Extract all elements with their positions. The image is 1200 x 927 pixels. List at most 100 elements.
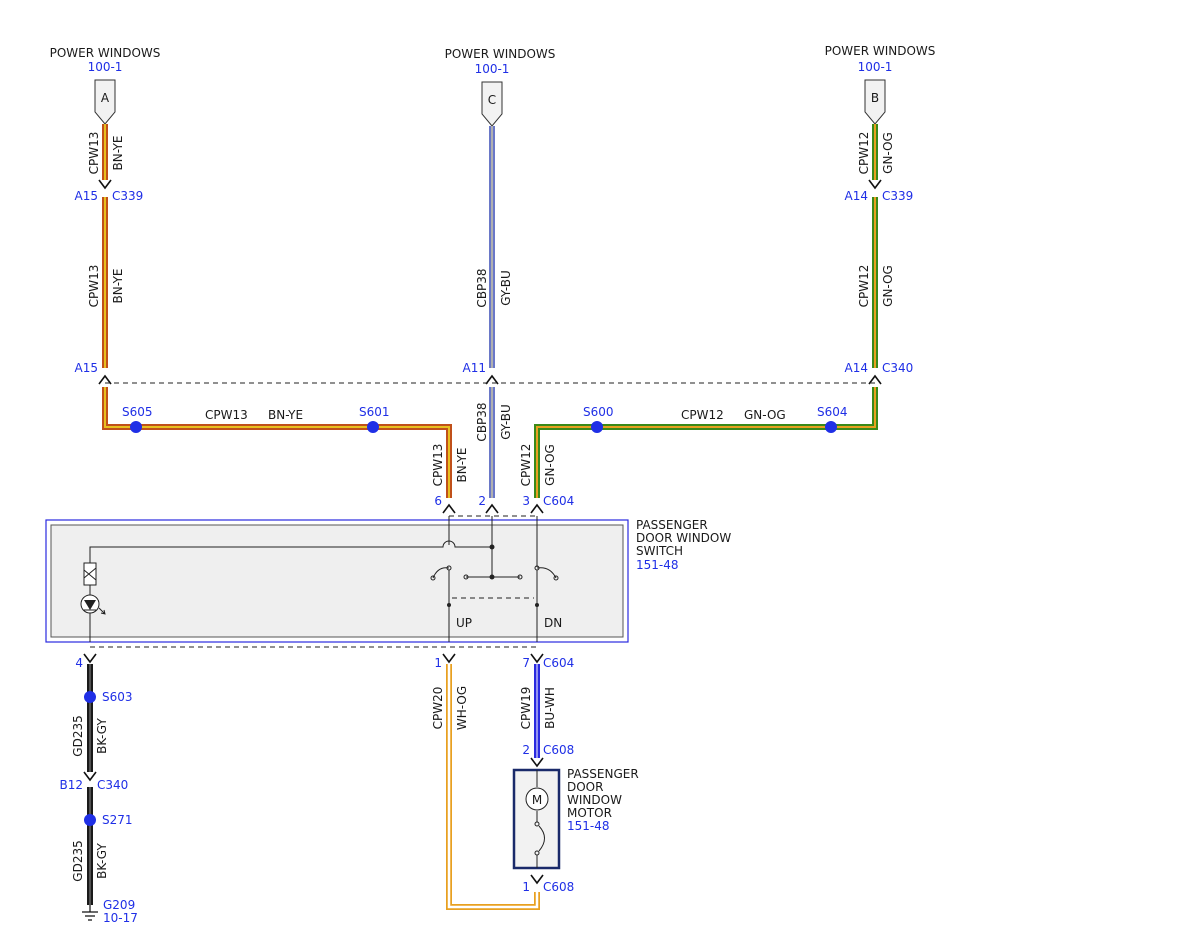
switch-up-label: UP bbox=[456, 616, 472, 630]
source-c-ref[interactable]: 100-1 bbox=[475, 62, 510, 76]
connector-a-flag bbox=[94, 79, 116, 125]
conn-c608-top: C608 bbox=[543, 743, 574, 757]
connector-c-letter: C bbox=[488, 93, 496, 107]
splice-s271-label: S271 bbox=[102, 813, 133, 827]
switch-outer-border bbox=[45, 519, 629, 643]
wire-color-drop-left: BN-YE bbox=[455, 447, 469, 482]
pin-6-c604: 6 bbox=[434, 494, 442, 508]
switch-body[interactable] bbox=[50, 524, 624, 638]
pin-2-c604: 2 bbox=[478, 494, 486, 508]
splice-s605-label: S605 bbox=[122, 405, 153, 419]
wire-color-up-out: WH-OG bbox=[455, 686, 469, 730]
wire-circuit-left-mid: CPW13 bbox=[87, 265, 101, 308]
splice-s601[interactable] bbox=[367, 421, 379, 433]
pin-7-c604: 7 bbox=[522, 656, 530, 670]
wire-color-right-mid: GN-OG bbox=[881, 265, 895, 307]
conn-c608-bottom: C608 bbox=[543, 880, 574, 894]
splice-s603[interactable] bbox=[84, 691, 96, 703]
motor-ref[interactable]: 151-48 bbox=[567, 819, 610, 833]
wire-color-horiz-right: GN-OG bbox=[744, 408, 786, 422]
motor-icon bbox=[525, 787, 549, 811]
conn-c340-lower: C340 bbox=[97, 778, 128, 792]
switch-dn-label: DN bbox=[544, 616, 562, 630]
splice-s603-label: S603 bbox=[102, 690, 133, 704]
wire-bn-ye-left bbox=[102, 124, 452, 498]
wire-color-horiz-left: BN-YE bbox=[268, 408, 303, 422]
wire-color-dn-out: BU-WH bbox=[543, 687, 557, 729]
source-a-title: POWER WINDOWS bbox=[50, 46, 161, 60]
splice-s600[interactable] bbox=[591, 421, 603, 433]
wire-circuit-left-top: CPW13 bbox=[87, 132, 101, 175]
switch-component: UP DN bbox=[45, 516, 629, 643]
motor-component: M bbox=[512, 768, 561, 870]
pin-3-c604: 3 bbox=[522, 494, 530, 508]
splice-dots bbox=[84, 421, 837, 826]
pin-a15-c340: A15 bbox=[75, 361, 98, 375]
connector-chevrons bbox=[83, 179, 882, 885]
splice-s601-label: S601 bbox=[359, 405, 390, 419]
wire-circuit-center: CBP38 bbox=[475, 268, 489, 307]
ground-ref[interactable]: 10-17 bbox=[103, 911, 138, 925]
source-b: POWER WINDOWS 100-1 B bbox=[825, 44, 936, 125]
wire-color-right-top: GN-OG bbox=[881, 132, 895, 174]
resistor-icon bbox=[83, 562, 97, 586]
pin-a11-c340: A11 bbox=[463, 361, 486, 375]
wire-color-ground1: BK-GY bbox=[95, 718, 109, 754]
switch-title-line2: DOOR WINDOW bbox=[636, 531, 731, 545]
motor-title-line4: MOTOR bbox=[567, 806, 612, 820]
pin-a14-c340: A14 bbox=[845, 361, 868, 375]
wire-circuit-ground2: GD235 bbox=[71, 840, 85, 881]
source-c-title: POWER WINDOWS bbox=[445, 47, 556, 61]
wire-wh-og-up bbox=[446, 664, 540, 910]
wire-color-center-low: GY-BU bbox=[499, 404, 513, 440]
splice-s604[interactable] bbox=[825, 421, 837, 433]
switch-title-line1: PASSENGER bbox=[636, 518, 708, 532]
switch-ref[interactable]: 151-48 bbox=[636, 558, 679, 572]
splice-s604-label: S604 bbox=[817, 405, 848, 419]
source-b-title: POWER WINDOWS bbox=[825, 44, 936, 58]
pin-1-c604: 1 bbox=[434, 656, 442, 670]
switch-title-line3: SWITCH bbox=[636, 544, 683, 558]
wire-circuit-horiz-right: CPW12 bbox=[681, 408, 724, 422]
wire-circuit-horiz-left: CPW13 bbox=[205, 408, 248, 422]
motor-title-line2: DOOR bbox=[567, 780, 603, 794]
wire-labels-vertical: CPW13 BN-YE CPW13 BN-YE CBP38 GY-BU CBP3… bbox=[71, 132, 895, 882]
motor-symbol: M bbox=[532, 793, 542, 807]
pin-a14-c339: A14 bbox=[845, 189, 868, 203]
pin-1-c608: 1 bbox=[522, 880, 530, 894]
pin-a15-c339: A15 bbox=[75, 189, 98, 203]
wire-circuit-drop-left: CPW13 bbox=[431, 444, 445, 487]
conn-c604-top: C604 bbox=[543, 494, 574, 508]
source-a-ref[interactable]: 100-1 bbox=[88, 60, 123, 74]
wire-color-center: GY-BU bbox=[499, 270, 513, 306]
source-b-ref[interactable]: 100-1 bbox=[858, 60, 893, 74]
conn-c340-right: C340 bbox=[882, 361, 913, 375]
wire-circuit-center-low: CBP38 bbox=[475, 402, 489, 441]
ground-name[interactable]: G209 bbox=[103, 898, 135, 912]
wire-circuit-right-mid: CPW12 bbox=[857, 265, 871, 308]
splice-s271[interactable] bbox=[84, 814, 96, 826]
source-a: POWER WINDOWS 100-1 A bbox=[50, 46, 161, 125]
connector-b-flag bbox=[864, 79, 886, 125]
wire-gn-og-right bbox=[534, 124, 878, 498]
pin-2-c608: 2 bbox=[522, 743, 530, 757]
wire-bk-gy-ground bbox=[82, 664, 98, 921]
conn-c604-bottom: C604 bbox=[543, 656, 574, 670]
wire-color-drop-right: GN-OG bbox=[543, 444, 557, 486]
pin-4-c604: 4 bbox=[75, 656, 83, 670]
connector-a-letter: A bbox=[101, 91, 110, 105]
connector-b-letter: B bbox=[871, 91, 879, 105]
wire-circuit-ground1: GD235 bbox=[71, 715, 85, 756]
conn-c339-right: C339 bbox=[882, 189, 913, 203]
wire-circuit-drop-right: CPW12 bbox=[519, 444, 533, 487]
motor-title-line1: PASSENGER bbox=[567, 767, 639, 781]
wire-color-ground2: BK-GY bbox=[95, 843, 109, 879]
splice-s600-label: S600 bbox=[583, 405, 614, 419]
conn-c339-left: C339 bbox=[112, 189, 143, 203]
pin-b12-c340: B12 bbox=[59, 778, 83, 792]
source-c: POWER WINDOWS 100-1 C bbox=[445, 47, 556, 127]
splice-s605[interactable] bbox=[130, 421, 142, 433]
wire-color-left-top: BN-YE bbox=[111, 135, 125, 170]
ground-icon bbox=[82, 905, 98, 921]
